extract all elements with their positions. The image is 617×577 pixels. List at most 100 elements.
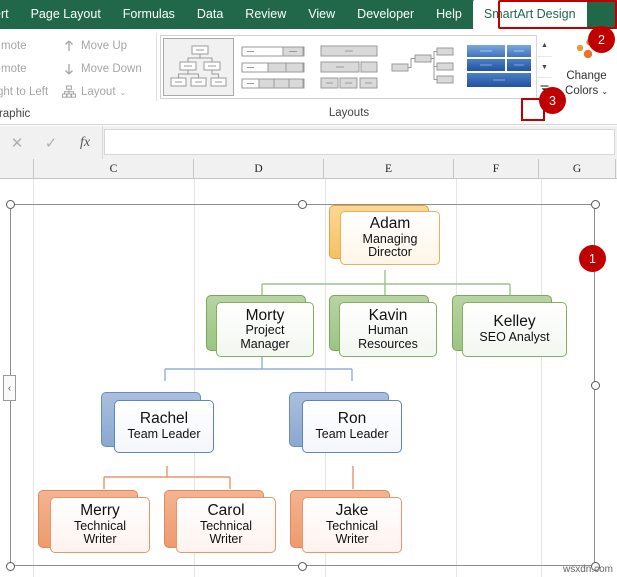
ribbon-tab-bar: ert Page Layout Formulas Data Review Vie…	[0, 0, 617, 29]
chevron-down-icon: ⌄	[601, 87, 608, 96]
resize-handle-bottom-center[interactable]	[298, 562, 307, 571]
tab-developer[interactable]: Developer	[357, 7, 415, 21]
watermark: wsxdn.com	[562, 564, 613, 575]
node-name: Kavin	[368, 306, 408, 324]
grid-line	[541, 179, 542, 577]
resize-handle-top-left[interactable]	[6, 200, 15, 209]
worksheet-canvas[interactable]: ‹ Adam Managing Director	[0, 179, 617, 577]
formula-input[interactable]	[104, 129, 615, 155]
resize-handle-top-right[interactable]	[591, 200, 600, 209]
annotation-badge-1: 1	[579, 245, 606, 272]
tab-help[interactable]: Help	[436, 7, 462, 21]
column-header-e[interactable]: E	[324, 159, 454, 179]
ribbon-content: mote mote ght to Left Move Up Move	[0, 29, 617, 125]
node-title: SEO Analyst	[479, 330, 550, 345]
move-up-button[interactable]: Move Up	[62, 39, 127, 53]
grid-line	[456, 179, 457, 577]
node-rachel[interactable]: Rachel Team Leader	[114, 400, 214, 453]
column-header-g[interactable]: G	[539, 159, 616, 179]
create-graphic-group-label: Graphic	[0, 108, 31, 120]
layout-thumbnail-organization-chart[interactable]	[163, 38, 235, 96]
move-down-button[interactable]: Move Down	[62, 62, 142, 76]
node-name: Rachel	[139, 410, 189, 428]
node-name: Carol	[207, 502, 245, 520]
tab-review[interactable]: Review	[245, 7, 287, 21]
move-down-label: Move Down	[81, 63, 142, 75]
insert-function-icon[interactable]: fx	[79, 134, 91, 150]
node-adam[interactable]: Adam Managing Director	[340, 211, 440, 265]
change-colors-label: Change Colors ⌄	[556, 69, 617, 99]
move-up-label: Move Up	[81, 40, 128, 52]
resize-handle-bottom-left[interactable]	[6, 562, 15, 571]
column-header-f[interactable]: F	[454, 159, 539, 179]
layout-button[interactable]: Layout ⌄	[62, 85, 126, 99]
tab-data[interactable]: Data	[196, 7, 224, 21]
node-name: Morty	[245, 306, 285, 324]
confirm-entry-button[interactable]: ✓	[44, 134, 58, 152]
grid-line	[194, 179, 195, 577]
tab-insert[interactable]: ert	[0, 7, 9, 21]
arrow-down-icon	[62, 62, 76, 76]
column-header-c[interactable]: C	[34, 159, 194, 179]
layouts-group-label: Layouts	[328, 107, 370, 119]
resize-handle-top-center[interactable]	[298, 200, 307, 209]
layout-thumbnail-name-and-title[interactable]	[238, 38, 309, 96]
cancel-entry-button[interactable]: ✕	[10, 134, 24, 152]
group-divider-1	[156, 33, 157, 101]
gallery-scroll-up-button[interactable]: ▲	[541, 41, 548, 49]
node-ron[interactable]: Ron Team Leader	[302, 400, 402, 453]
resize-handle-bottom-right[interactable]	[591, 562, 600, 571]
layout-thumbnail-half-circle[interactable]	[313, 38, 384, 96]
annotation-badge-3: 3	[539, 87, 566, 114]
node-title: Team Leader	[127, 427, 201, 442]
tab-view[interactable]: View	[308, 7, 336, 21]
select-all-corner[interactable]	[0, 159, 34, 179]
resize-handle-middle-right[interactable]	[591, 381, 600, 390]
node-title: Managing Director	[362, 231, 418, 260]
change-colors-group[interactable]: Change Colors ⌄	[556, 31, 617, 123]
node-name: Jake	[335, 502, 369, 520]
formula-bar: ✕ ✓ fx	[0, 126, 617, 159]
tab-formulas[interactable]: Formulas	[122, 7, 175, 21]
promote-label: mote	[1, 40, 27, 52]
annotation-badge-2: 2	[588, 26, 615, 53]
node-title: Team Leader	[315, 427, 389, 442]
column-header-row: C D E F G	[0, 159, 617, 179]
node-name: Kelley	[493, 313, 536, 331]
arrow-up-icon	[62, 39, 76, 53]
column-header-d[interactable]: D	[194, 159, 324, 179]
tab-page-layout[interactable]: Page Layout	[30, 7, 101, 21]
layouts-gallery[interactable]	[160, 35, 538, 99]
chevron-down-icon: ⌄	[119, 87, 127, 97]
promote-button[interactable]: mote	[0, 39, 27, 53]
right-to-left-button[interactable]: ght to Left	[0, 85, 48, 99]
right-to-left-label: ght to Left	[0, 86, 49, 98]
layout-thumbnail-horizontal-hierarchy[interactable]	[389, 38, 460, 96]
text-pane-toggle-button[interactable]: ‹	[3, 375, 16, 401]
node-name: Merry	[80, 502, 120, 520]
layouts-gallery-scrollbar[interactable]: ▲ ▼	[536, 35, 552, 99]
node-kelley[interactable]: Kelley SEO Analyst	[462, 302, 567, 357]
grid-line	[325, 179, 326, 577]
formula-bar-divider	[102, 126, 103, 159]
layout-label: Layout	[81, 86, 116, 98]
orgchart-connectors	[103, 270, 511, 489]
grid-line	[33, 179, 34, 577]
layout-thumbnail-blue-grid[interactable]	[464, 38, 535, 96]
hierarchy-layout-icon	[62, 85, 76, 99]
layouts-group: ▲ ▼ Layouts	[160, 31, 552, 123]
tab-smartart-design[interactable]: SmartArt Design	[472, 0, 587, 29]
demote-button[interactable]: mote	[0, 62, 27, 76]
node-name: Adam	[369, 215, 411, 233]
gallery-scroll-down-button[interactable]: ▼	[537, 55, 552, 78]
